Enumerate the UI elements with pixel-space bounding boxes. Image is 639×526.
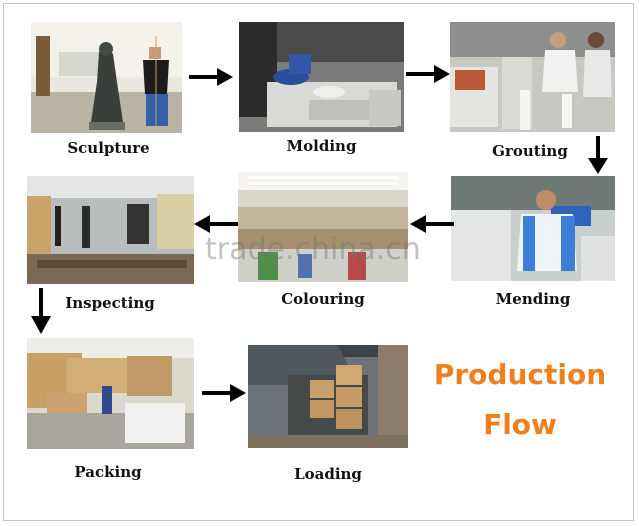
- photo-molding: [239, 22, 404, 132]
- arrow-down-icon: [30, 288, 52, 334]
- outer-frame: [3, 3, 634, 521]
- arrow-right-icon: [406, 64, 450, 84]
- step-label-inspecting: Inspecting: [65, 294, 155, 312]
- photo-colouring: [238, 172, 408, 282]
- step-label-colouring: Colouring: [281, 290, 365, 308]
- photo-grouting: [450, 22, 615, 132]
- title-flow: Flow: [483, 408, 557, 441]
- step-label-molding: Molding: [286, 137, 357, 155]
- photo-sculpture: [31, 22, 182, 133]
- step-label-mending: Mending: [495, 290, 571, 308]
- photo-inspecting: [27, 176, 194, 284]
- arrow-left-icon: [410, 214, 454, 234]
- photo-mending: [451, 176, 615, 281]
- photo-packing: [27, 338, 194, 449]
- arrow-left-icon: [194, 214, 238, 234]
- step-label-sculpture: Sculpture: [67, 139, 150, 157]
- watermark-text: trade.china.cn: [205, 232, 421, 267]
- arrow-right-icon: [189, 67, 233, 87]
- step-label-loading: Loading: [294, 465, 362, 483]
- step-label-grouting: Grouting: [492, 142, 568, 160]
- photo-loading: [248, 345, 408, 448]
- step-label-packing: Packing: [74, 463, 142, 481]
- arrow-down-icon: [587, 136, 609, 174]
- title-production: Production: [433, 358, 607, 391]
- arrow-right-icon: [202, 383, 246, 403]
